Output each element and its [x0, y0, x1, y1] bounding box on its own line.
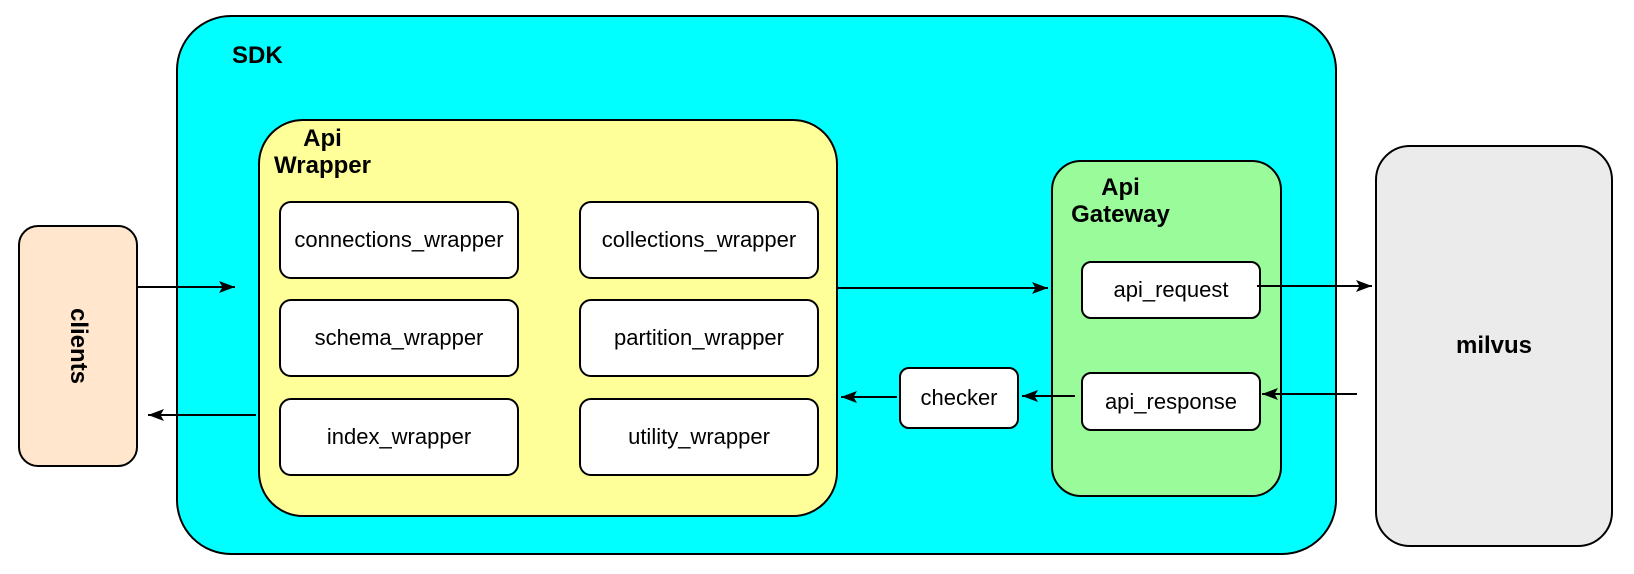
api-gateway-container: Api Gateway api_request api_response [1051, 160, 1282, 497]
api-wrapper-container: Api Wrapper connections_wrapper collecti… [258, 119, 838, 517]
api-wrapper-label: Api Wrapper [270, 125, 375, 179]
index-wrapper-node: index_wrapper [279, 398, 519, 476]
api-wrapper-label-line2: Wrapper [274, 152, 371, 179]
clients-node: clients [18, 225, 138, 467]
api-gateway-label-line2: Gateway [1071, 201, 1170, 228]
checker-node: checker [899, 367, 1019, 429]
api-gateway-label-line1: Api [1101, 174, 1140, 201]
partition-wrapper-node: partition_wrapper [579, 299, 819, 377]
milvus-node: milvus [1375, 145, 1613, 547]
api-request-node: api_request [1081, 261, 1261, 319]
utility-wrapper-node: utility_wrapper [579, 398, 819, 476]
collections-wrapper-node: collections_wrapper [579, 201, 819, 279]
schema-wrapper-node: schema_wrapper [279, 299, 519, 377]
clients-label: clients [65, 307, 92, 385]
api-response-node: api_response [1081, 372, 1261, 431]
sdk-container: SDK Api Wrapper connections_wrapper coll… [176, 15, 1337, 555]
sdk-label: SDK [232, 42, 283, 69]
api-gateway-label: Api Gateway [1068, 174, 1173, 228]
api-wrapper-label-line1: Api [303, 125, 342, 152]
connections-wrapper-node: connections_wrapper [279, 201, 519, 279]
